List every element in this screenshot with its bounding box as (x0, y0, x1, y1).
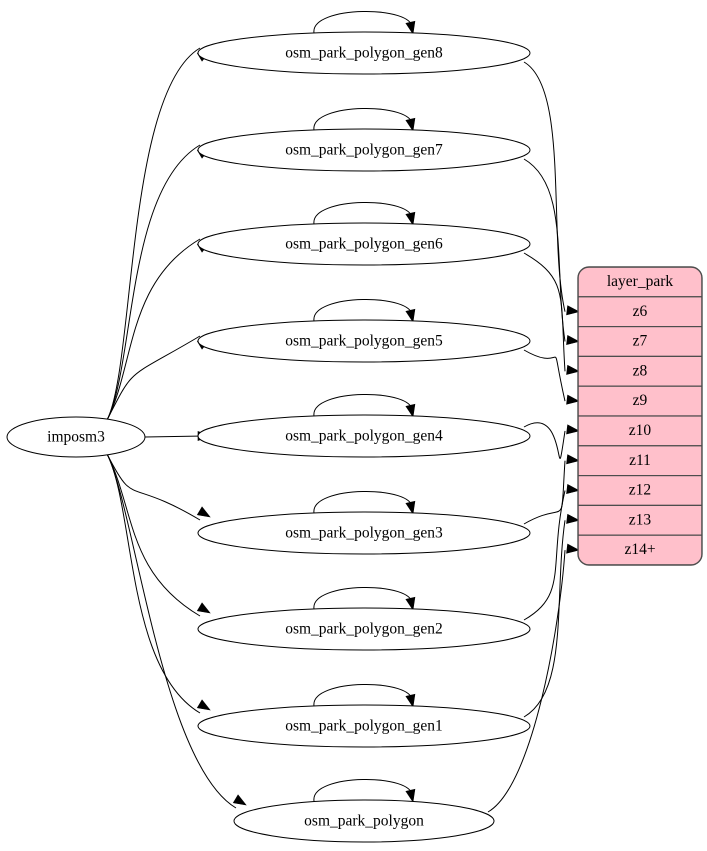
edge-node-to-table-row (523, 158, 566, 342)
node-label-imposm3: imposm3 (47, 429, 105, 446)
self-loop-edge (313, 683, 413, 707)
table-row-cell[interactable] (578, 534, 702, 565)
self-loop-arrow-head (405, 500, 416, 515)
table-row-cell[interactable] (578, 385, 702, 417)
self-loop-arrow-head (405, 117, 416, 132)
self-loop-arrow-head (405, 596, 416, 611)
node-label-gen8: osm_park_polygon_gen8 (285, 45, 443, 62)
edge-imposm3-to-node (106, 453, 201, 617)
edge-imposm3-to-node (144, 435, 205, 438)
node-label-gen2: osm_park_polygon_gen2 (285, 621, 443, 638)
node-label-base: osm_park_polygon (304, 813, 424, 830)
table-row-cell[interactable] (578, 415, 702, 447)
self-loop-edge (313, 201, 413, 225)
self-loop-edge (313, 107, 413, 131)
edge-node-to-table-row (523, 61, 566, 312)
self-loop-arrow-head (405, 788, 416, 803)
table-header-label: layer_park (607, 273, 674, 290)
table-row-cell[interactable] (578, 326, 702, 358)
node-ellipse-gen5[interactable] (197, 319, 531, 363)
table-row-label: z14+ (624, 541, 655, 558)
self-loop-arrow-head (405, 308, 416, 323)
node-ellipse-gen6[interactable] (197, 222, 531, 266)
self-loop-edge (313, 298, 413, 322)
edge-imposm3-to-node (106, 238, 201, 421)
node-label-gen6: osm_park_polygon_gen6 (285, 236, 443, 253)
self-loop-edge (313, 778, 413, 802)
nodes-layer: osm_park_polygon_gen8 osm_park_polygon_ge… (6, 31, 531, 843)
edge-arrow-head (232, 794, 247, 806)
table-rows-group: layer_park z6 z7 z8 z9 z10 z11 z12 z13 z14+ (578, 267, 702, 565)
table-row-label: z9 (633, 392, 648, 409)
edge-node-to-table-row (523, 490, 566, 621)
edge-arrow-head (566, 305, 580, 316)
table-row-label: z13 (629, 511, 652, 528)
edge-arrow-head (566, 335, 580, 346)
edge-arrow-head (566, 543, 580, 554)
node-label-gen7: osm_park_polygon_gen7 (285, 142, 443, 159)
edge-node-to-table-row (487, 550, 566, 813)
table-row-label: z10 (629, 422, 652, 439)
self-loop-edge (313, 490, 413, 514)
edge-arrow-head (566, 513, 580, 524)
table-row-cell[interactable] (578, 475, 702, 507)
node-ellipse-gen2[interactable] (197, 607, 531, 651)
table-row-label: z6 (633, 303, 648, 320)
node-ellipse-gen1[interactable] (197, 704, 531, 748)
edge-arrow-head (196, 699, 211, 711)
edge-arrow-head (196, 506, 211, 518)
edge-node-to-table-row (523, 252, 566, 372)
table-outline (577, 266, 703, 566)
node-label-gen3: osm_park_polygon_gen3 (285, 525, 443, 542)
edge-arrow-head (196, 602, 211, 614)
edge-imposm3-to-node (106, 335, 201, 421)
node-label-gen1: osm_park_polygon_gen1 (285, 718, 443, 735)
table-row-label: z12 (629, 482, 651, 499)
edge-arrow-head (566, 454, 580, 465)
table-row-label: z8 (633, 362, 648, 379)
self-loop-arrow-head (405, 693, 416, 708)
node-ellipse-gen4[interactable] (197, 414, 531, 458)
edge-node-to-table-row (523, 422, 566, 459)
edge-imposm3-to-node (106, 144, 201, 421)
node-ellipse-gen3[interactable] (197, 511, 531, 555)
self-loop-arrow-head (405, 20, 416, 35)
self-loop-edge (313, 393, 413, 417)
node-ellipse-gen7[interactable] (197, 128, 531, 172)
edge-node-to-table-row (523, 460, 566, 525)
edge-node-to-table-row (523, 349, 566, 402)
edge-node-to-table-row (523, 520, 566, 718)
table-row-label: z7 (633, 333, 648, 350)
edge-imposm3-to-node (106, 47, 201, 421)
self-loop-edge (313, 586, 413, 610)
layer-park-table: layer_park z6 z7 z8 z9 z10 z11 z12 z13 z14+ (577, 266, 703, 566)
self-loop-edge (313, 10, 413, 34)
edge-imposm3-to-node (106, 453, 201, 521)
edge-arrow-head (566, 484, 580, 495)
edge-arrow-head (566, 394, 580, 405)
edge-arrow-head (566, 364, 580, 375)
node-ellipse-base[interactable] (233, 799, 495, 843)
self-loop-arrow-head (405, 211, 416, 226)
edge-imposm3-to-node (106, 453, 237, 809)
node-label-gen5: osm_park_polygon_gen5 (285, 333, 443, 350)
node-label-gen4: osm_park_polygon_gen4 (285, 428, 443, 445)
table-row-cell[interactable] (578, 296, 702, 328)
edge-arrow-head (566, 424, 580, 435)
node-ellipse-imposm3[interactable] (6, 416, 146, 458)
table-row-label: z11 (629, 452, 651, 469)
node-ellipse-gen8[interactable] (197, 31, 531, 75)
table-row-cell[interactable] (578, 504, 702, 536)
self-loop-arrow-head (405, 403, 416, 418)
edge-imposm3-to-node (106, 453, 201, 714)
